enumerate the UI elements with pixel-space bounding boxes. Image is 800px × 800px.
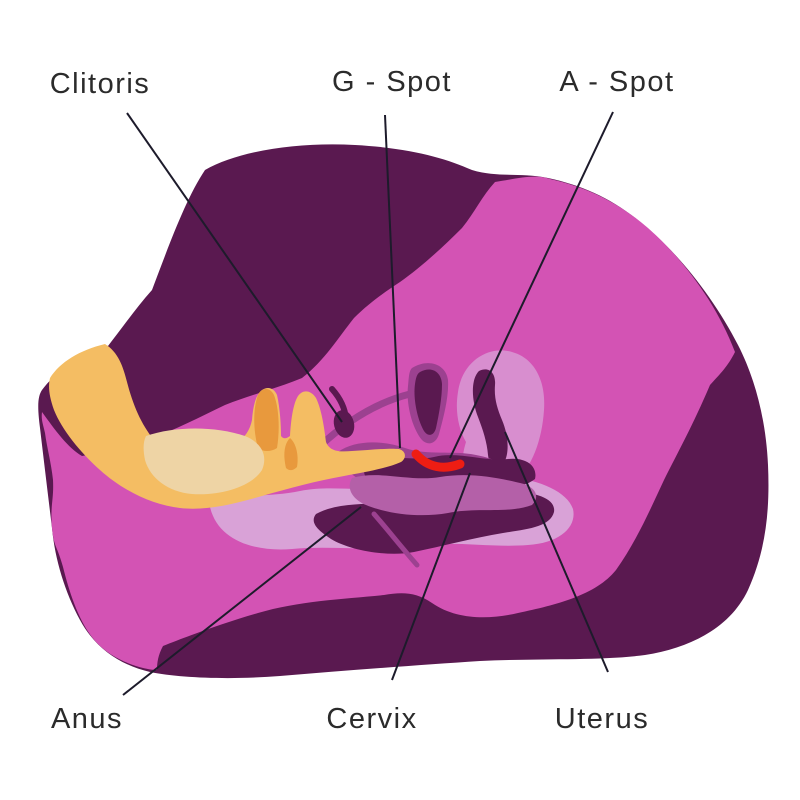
label-g-spot: G - Spot [332, 66, 452, 98]
label-a-spot: A - Spot [559, 66, 674, 98]
palm-highlight [143, 428, 265, 495]
a-spot-leader-line [449, 111, 614, 459]
urethra-shape [414, 369, 442, 435]
uterus-leader-line [504, 431, 609, 673]
cervix-leader-line [391, 472, 471, 681]
posterior-wall-band [349, 475, 537, 516]
g-spot-highlight [411, 449, 465, 472]
vaginal-wall-curve [316, 390, 414, 450]
g-spot-leader-line [384, 114, 401, 449]
label-clitoris: Clitoris [50, 68, 151, 100]
uterine-cavity-shape [472, 369, 508, 467]
perineum-line [371, 511, 420, 568]
skin-pink-region [41, 176, 736, 670]
finger-gap [284, 438, 298, 471]
anus-leader-line [122, 506, 362, 696]
label-anus: Anus [51, 703, 123, 735]
curled-finger [254, 389, 279, 451]
label-cervix: Cervix [326, 703, 417, 735]
hand [49, 344, 405, 509]
label-uterus: Uterus [555, 703, 649, 735]
clitoris-leader-line [126, 112, 343, 423]
